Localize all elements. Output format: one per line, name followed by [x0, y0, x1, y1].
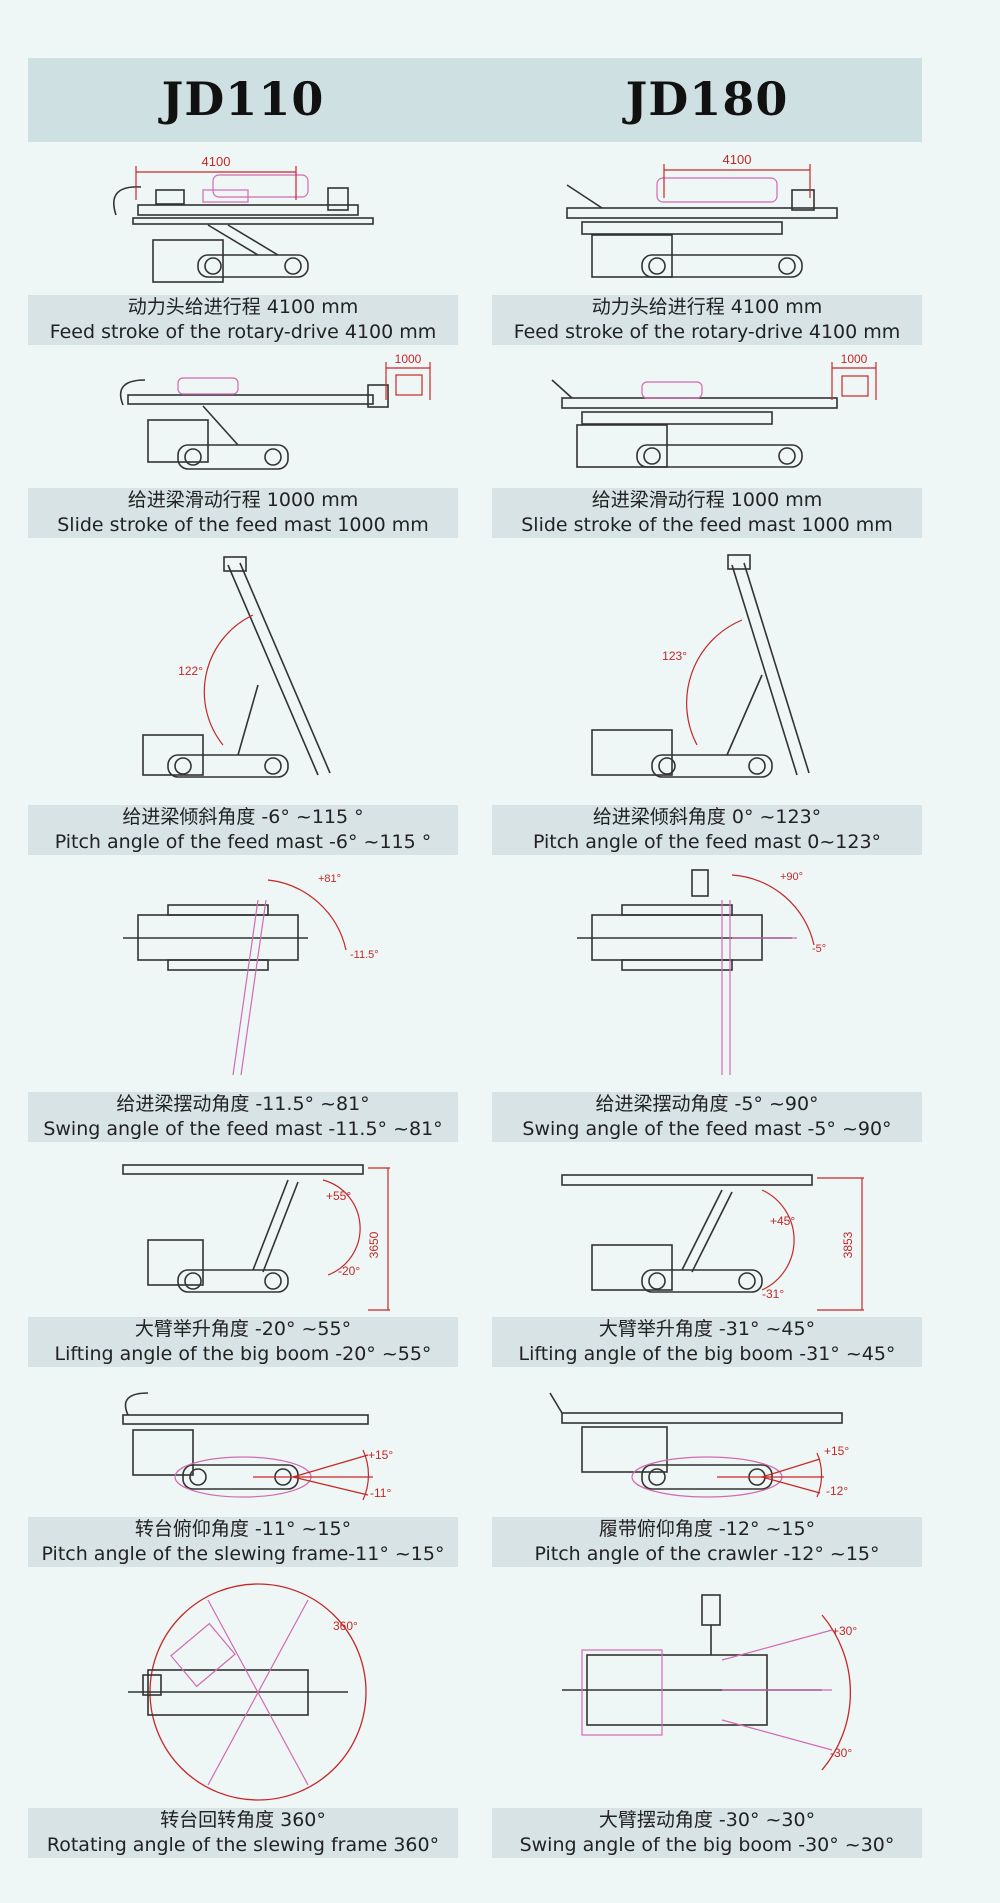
dimension-label: -12°	[826, 1484, 848, 1498]
machine-drawing: +45° -31° 3853	[492, 1150, 922, 1315]
machine-drawing: +15° -11°	[28, 1385, 458, 1515]
caption-english: Swing angle of the feed mast -11.5° ~81°	[43, 1118, 443, 1140]
machine-drawing: +30° -30°	[492, 1580, 922, 1805]
dimension-label: 3853	[841, 1231, 855, 1258]
model-title-jd180: JD180	[625, 72, 789, 126]
caption-chinese: 大臂举升角度 -20° ~55°	[134, 1318, 352, 1340]
machine-drawing: +81° -11.5°	[28, 860, 458, 1090]
spec-caption: 给进梁摆动角度 -11.5° ~81° Swing angle of the f…	[28, 1092, 458, 1142]
spec-caption: 给进梁滑动行程 1000 mm Slide stroke of the feed…	[492, 488, 922, 538]
spec-feed-mast-pitch-jd180: 123° 给进梁倾斜角度 0° ~123° Pitch angle of the…	[492, 545, 922, 860]
dimension-label: 123°	[662, 649, 687, 663]
caption-chinese: 给进梁倾斜角度 0° ~123°	[592, 806, 822, 828]
machine-drawing: 122°	[28, 545, 458, 803]
spec-feed-stroke-jd180: 4100 动力头给进行程 4100 mm Feed stroke of the …	[492, 150, 922, 345]
dimension-label: +81°	[318, 873, 341, 885]
spec-caption: 给进梁倾斜角度 -6° ~115 ° Pitch angle of the fe…	[28, 805, 458, 855]
machine-drawing: +55° -20° 3650	[28, 1150, 458, 1315]
caption-english: Feed stroke of the rotary-drive 4100 mm	[49, 321, 437, 343]
spec-caption: 给进梁倾斜角度 0° ~123° Pitch angle of the feed…	[492, 805, 922, 855]
machine-drawing: +90° -5°	[492, 860, 922, 1090]
caption-chinese: 转台俯仰角度 -11° ~15°	[134, 1518, 352, 1540]
caption-chinese: 大臂摆动角度 -30° ~30°	[598, 1809, 816, 1831]
spec-slewing-pitch-jd110: +15° -11° 转台俯仰角度 -11° ~15° Pitch angle o…	[28, 1385, 458, 1570]
dimension-label: 4100	[202, 154, 231, 169]
dimension-label: -11°	[370, 1486, 391, 1500]
machine-drawing: 1000	[492, 350, 922, 485]
spec-caption: 转台俯仰角度 -11° ~15° Pitch angle of the slew…	[28, 1517, 458, 1567]
caption-english: Pitch angle of the feed mast -6° ~115 °	[54, 831, 432, 853]
machine-drawing: 1000	[28, 350, 458, 485]
caption-english: Rotating angle of the slewing frame 360°	[46, 1834, 440, 1856]
model-title-jd110: JD110	[161, 72, 325, 126]
model-header: JD110 JD180	[28, 58, 922, 142]
machine-drawing: 123°	[492, 545, 922, 803]
dimension-label: +15°	[368, 1448, 393, 1462]
dimension-label: -30°	[830, 1746, 852, 1760]
dimension-label: +45°	[770, 1214, 795, 1228]
caption-chinese: 大臂举升角度 -31° ~45°	[598, 1318, 816, 1340]
caption-chinese: 给进梁摆动角度 -11.5° ~81°	[116, 1093, 370, 1115]
dimension-label: +15°	[824, 1444, 849, 1458]
spec-crawler-pitch-jd180: +15° -12° 履带俯仰角度 -12° ~15° Pitch angle o…	[492, 1385, 922, 1570]
machine-drawing: 4100	[492, 150, 922, 293]
caption-english: Pitch angle of the slewing frame-11° ~15…	[41, 1543, 445, 1565]
caption-chinese: 动力头给进行程 4100 mm	[127, 296, 359, 318]
caption-chinese: 转台回转角度 360°	[160, 1809, 326, 1831]
spec-caption: 给进梁滑动行程 1000 mm Slide stroke of the feed…	[28, 488, 458, 538]
machine-drawing: +15° -12°	[492, 1385, 922, 1515]
caption-chinese: 履带俯仰角度 -12° ~15°	[598, 1518, 816, 1540]
dimension-label: -5°	[812, 943, 826, 955]
spec-slide-stroke-jd180: 1000 给进梁滑动行程 1000 mm Slide stroke of the…	[492, 350, 922, 540]
spec-caption: 大臂摆动角度 -30° ~30° Swing angle of the big …	[492, 1808, 922, 1858]
caption-chinese: 给进梁滑动行程 1000 mm	[127, 489, 359, 511]
caption-english: Slide stroke of the feed mast 1000 mm	[521, 514, 893, 536]
spec-boom-swing-jd180: +30° -30° 大臂摆动角度 -30° ~30° Swing angle o…	[492, 1580, 922, 1860]
caption-english: Swing angle of the feed mast -5° ~90°	[522, 1118, 892, 1140]
spec-caption: 大臂举升角度 -31° ~45° Lifting angle of the bi…	[492, 1317, 922, 1367]
dimension-label: -31°	[762, 1287, 784, 1301]
caption-english: Lifting angle of the big boom -31° ~45°	[518, 1343, 896, 1365]
caption-english: Lifting angle of the big boom -20° ~55°	[54, 1343, 432, 1365]
dimension-label: 360°	[333, 1619, 358, 1633]
dimension-label: +55°	[326, 1189, 351, 1203]
spec-feed-mast-swing-jd110: +81° -11.5° 给进梁摆动角度 -11.5° ~81° Swing an…	[28, 860, 458, 1145]
caption-chinese: 给进梁倾斜角度 -6° ~115 °	[122, 806, 364, 828]
machine-drawing: 360°	[28, 1580, 458, 1805]
spec-feed-mast-swing-jd180: +90° -5° 给进梁摆动角度 -5° ~90° Swing angle of…	[492, 860, 922, 1145]
dimension-label: 1000	[841, 352, 868, 366]
machine-drawing: 4100	[28, 150, 458, 293]
dimension-label: 1000	[395, 352, 422, 366]
spec-caption: 转台回转角度 360° Rotating angle of the slewin…	[28, 1808, 458, 1858]
caption-english: Swing angle of the big boom -30° ~30°	[519, 1834, 895, 1856]
spec-boom-lift-jd180: +45° -31° 3853 大臂举升角度 -31° ~45° Lifting …	[492, 1150, 922, 1367]
dimension-label: 3650	[367, 1231, 381, 1258]
spec-caption: 履带俯仰角度 -12° ~15° Pitch angle of the craw…	[492, 1517, 922, 1567]
caption-english: Pitch angle of the crawler -12° ~15°	[534, 1543, 880, 1565]
caption-chinese: 给进梁滑动行程 1000 mm	[591, 489, 823, 511]
caption-chinese: 动力头给进行程 4100 mm	[591, 296, 823, 318]
caption-english: Feed stroke of the rotary-drive 4100 mm	[513, 321, 901, 343]
dimension-label: +90°	[780, 871, 803, 883]
spec-caption: 动力头给进行程 4100 mm Feed stroke of the rotar…	[28, 295, 458, 345]
spec-slewing-rotation-jd110: 360° 转台回转角度 360° Rotating angle of the s…	[28, 1580, 458, 1860]
caption-english: Slide stroke of the feed mast 1000 mm	[57, 514, 429, 536]
spec-caption: 给进梁摆动角度 -5° ~90° Swing angle of the feed…	[492, 1092, 922, 1142]
caption-chinese: 给进梁摆动角度 -5° ~90°	[595, 1093, 819, 1115]
spec-feed-stroke-jd110: 4100 动力头给进行程 4100 mm Feed stroke of the …	[28, 150, 458, 345]
spec-caption: 大臂举升角度 -20° ~55° Lifting angle of the bi…	[28, 1317, 458, 1367]
dimension-label: -20°	[338, 1264, 360, 1278]
dimension-label: +30°	[832, 1624, 857, 1638]
caption-english: Pitch angle of the feed mast 0~123°	[532, 831, 882, 853]
dimension-label: 122°	[178, 664, 203, 678]
spec-feed-mast-pitch-jd110: 122° 给进梁倾斜角度 -6° ~115 ° Pitch angle of t…	[28, 545, 458, 860]
dimension-label: 4100	[723, 152, 752, 167]
spec-slide-stroke-jd110: 1000 给进梁滑动行程 1000 mm Slide stroke of the…	[28, 350, 458, 540]
spec-boom-lift-jd110: +55° -20° 3650 大臂举升角度 -20° ~55° Lifting …	[28, 1150, 458, 1367]
spec-caption: 动力头给进行程 4100 mm Feed stroke of the rotar…	[492, 295, 922, 345]
dimension-label: -11.5°	[350, 949, 379, 961]
